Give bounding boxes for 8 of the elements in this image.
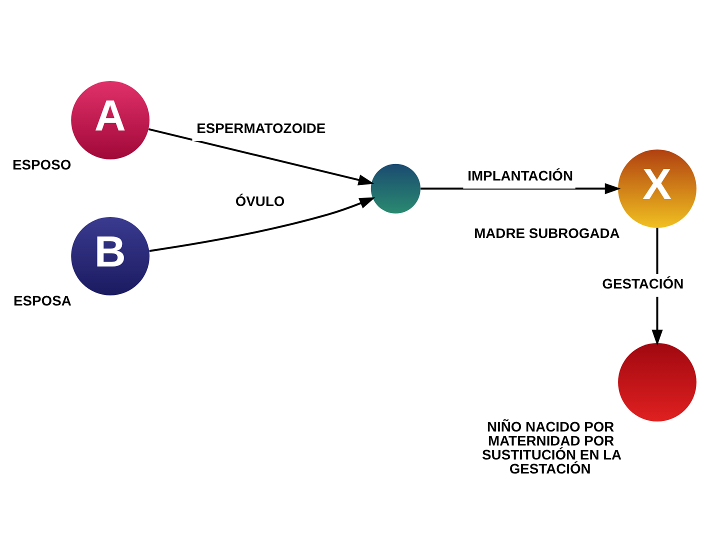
node-label: MADRE SUBROGADA (474, 225, 620, 242)
node-label: NIÑO NACIDO POR MATERNIDAD POR SUSTITUCIÓN EN LA GESTACIÓN (482, 418, 622, 476)
node-label: ESPOSA (14, 292, 72, 309)
node-label: ESPOSO (12, 156, 72, 173)
edge-label: ÓVULO (235, 193, 285, 210)
edge-label: GESTACIÓN (602, 276, 684, 292)
edge-label: IMPLANTACIÓN (468, 167, 574, 184)
edge-label: ESPERMATOZOIDE (196, 120, 326, 136)
